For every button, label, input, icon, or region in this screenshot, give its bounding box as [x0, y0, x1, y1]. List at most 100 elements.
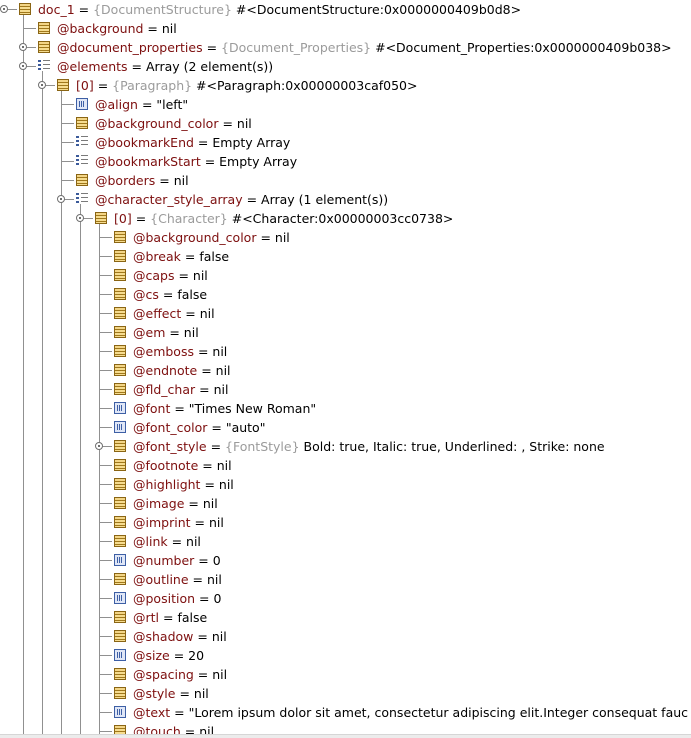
node-name: @style — [133, 686, 176, 701]
tree-node[interactable]: @size = 20 — [0, 646, 691, 665]
tree-node[interactable]: @font = "Times New Roman" — [0, 399, 691, 418]
node-label: @position = 0 — [133, 591, 221, 606]
tree-node[interactable]: @fld_char = nil — [0, 380, 691, 399]
tree-node[interactable]: @document_properties = {Document_Propert… — [0, 38, 691, 57]
node-label: @cs = false — [133, 287, 207, 302]
tree-node[interactable]: @text = "Lorem ipsum dolor sit amet, con… — [0, 703, 691, 722]
tree-node[interactable]: @rtl = false — [0, 608, 691, 627]
tree-node[interactable]: @bookmarkStart = Empty Array — [0, 152, 691, 171]
tree-node[interactable]: @endnote = nil — [0, 361, 691, 380]
field-icon — [114, 478, 126, 490]
primitive-value-icon — [114, 592, 126, 604]
tree-node[interactable]: @spacing = nil — [0, 665, 691, 684]
tree-node[interactable]: @bookmarkEnd = Empty Array — [0, 133, 691, 152]
tree-node[interactable]: @shadow = nil — [0, 627, 691, 646]
collapse-toggle-icon[interactable] — [19, 62, 27, 70]
collapse-toggle-icon[interactable] — [76, 214, 84, 222]
node-value: false — [177, 610, 208, 625]
field-icon — [95, 212, 107, 224]
node-label: @background_color = nil — [133, 230, 290, 245]
tree-connector — [99, 256, 112, 257]
node-value: "Lorem ipsum dolor sit amet, consectetur… — [188, 705, 689, 720]
collapse-toggle-icon[interactable] — [38, 81, 46, 89]
tree-node[interactable]: [0] = {Paragraph} #<Paragraph:0x00000003… — [0, 76, 691, 95]
tree-node[interactable]: @background_color = nil — [0, 228, 691, 247]
node-value: nil — [211, 629, 227, 644]
tree-node[interactable]: @font_style = {FontStyle} Bold: true, It… — [0, 437, 691, 456]
tree-node[interactable]: @cs = false — [0, 285, 691, 304]
tree-connector — [99, 332, 112, 333]
collapse-toggle-icon[interactable] — [95, 442, 103, 450]
tree-node[interactable]: @link = nil — [0, 532, 691, 551]
node-value: 0 — [212, 553, 221, 568]
tree-connector — [99, 617, 112, 618]
node-value: #<Character:0x00000003cc0738> — [227, 211, 454, 226]
collapse-toggle-icon[interactable] — [57, 195, 65, 203]
tree-node[interactable]: doc_1 = {DocumentStructure} #<DocumentSt… — [0, 0, 691, 19]
tree-node[interactable]: @character_style_array = Array (1 elemen… — [0, 190, 691, 209]
field-icon — [114, 269, 126, 281]
tree-node[interactable]: @footnote = nil — [0, 456, 691, 475]
tree-node[interactable]: @font_color = "auto" — [0, 418, 691, 437]
node-equals: = — [180, 249, 200, 264]
collapse-toggle-icon[interactable] — [19, 43, 27, 51]
node-label: @background = nil — [57, 21, 177, 36]
tree-node[interactable]: @outline = nil — [0, 570, 691, 589]
node-value: nil — [236, 116, 252, 131]
field-icon — [114, 573, 126, 585]
tree-node[interactable]: @break = false — [0, 247, 691, 266]
horizontal-scrollbar[interactable] — [0, 734, 691, 738]
tree-node[interactable]: @effect = nil — [0, 304, 691, 323]
tree-node[interactable]: @number = 0 — [0, 551, 691, 570]
tree-node[interactable]: @emboss = nil — [0, 342, 691, 361]
node-value: nil — [202, 496, 218, 511]
field-icon — [114, 516, 126, 528]
tree-node[interactable]: [0] = {Character} #<Character:0x00000003… — [0, 209, 691, 228]
tree-node[interactable]: @position = 0 — [0, 589, 691, 608]
node-label: @bookmarkEnd = Empty Array — [95, 135, 290, 150]
tree-node[interactable]: @image = nil — [0, 494, 691, 513]
tree-guide-line — [42, 71, 43, 734]
tree-connector — [99, 655, 112, 656]
tree-node[interactable]: @em = nil — [0, 323, 691, 342]
field-icon — [114, 288, 126, 300]
node-name: @highlight — [133, 477, 201, 492]
node-value: "left" — [156, 97, 189, 112]
node-name: @number — [133, 553, 195, 568]
tree-node[interactable]: @caps = nil — [0, 266, 691, 285]
node-label: @spacing = nil — [133, 667, 227, 682]
tree-node[interactable]: @imprint = nil — [0, 513, 691, 532]
node-label: @elements = Array (2 element(s)) — [57, 59, 273, 74]
node-value: nil — [183, 325, 199, 340]
node-name: [0] — [114, 211, 132, 226]
tree-connector — [99, 313, 112, 314]
tree-node[interactable]: @background_color = nil — [0, 114, 691, 133]
field-icon — [114, 668, 126, 680]
node-label: [0] = {Character} #<Character:0x00000003… — [114, 211, 453, 226]
tree-connector — [99, 275, 112, 276]
tree-node[interactable]: @highlight = nil — [0, 475, 691, 494]
tree-connector — [99, 674, 112, 675]
collapse-toggle-icon[interactable] — [0, 5, 8, 13]
tree-connector — [61, 180, 74, 181]
tree-node[interactable]: @borders = nil — [0, 171, 691, 190]
node-value: nil — [186, 534, 201, 549]
node-label: @style = nil — [133, 686, 209, 701]
field-icon — [38, 41, 50, 53]
tree-connector — [23, 66, 36, 67]
field-icon — [76, 117, 88, 129]
node-equals: = — [242, 192, 262, 207]
node-label: doc_1 = {DocumentStructure} #<DocumentSt… — [38, 2, 521, 17]
node-label: @effect = nil — [133, 306, 215, 321]
tree-node[interactable]: @style = nil — [0, 684, 691, 703]
tree-node[interactable]: @elements = Array (2 element(s)) — [0, 57, 691, 76]
node-label: @document_properties = {Document_Propert… — [57, 40, 672, 55]
node-name: @link — [133, 534, 168, 549]
tree-node[interactable]: @touch = nil — [0, 722, 691, 734]
node-name: doc_1 — [38, 2, 75, 17]
field-icon — [114, 364, 126, 376]
tree-connector — [99, 294, 112, 295]
array-icon — [76, 136, 88, 148]
tree-node[interactable]: @align = "left" — [0, 95, 691, 114]
tree-node[interactable]: @background = nil — [0, 19, 691, 38]
